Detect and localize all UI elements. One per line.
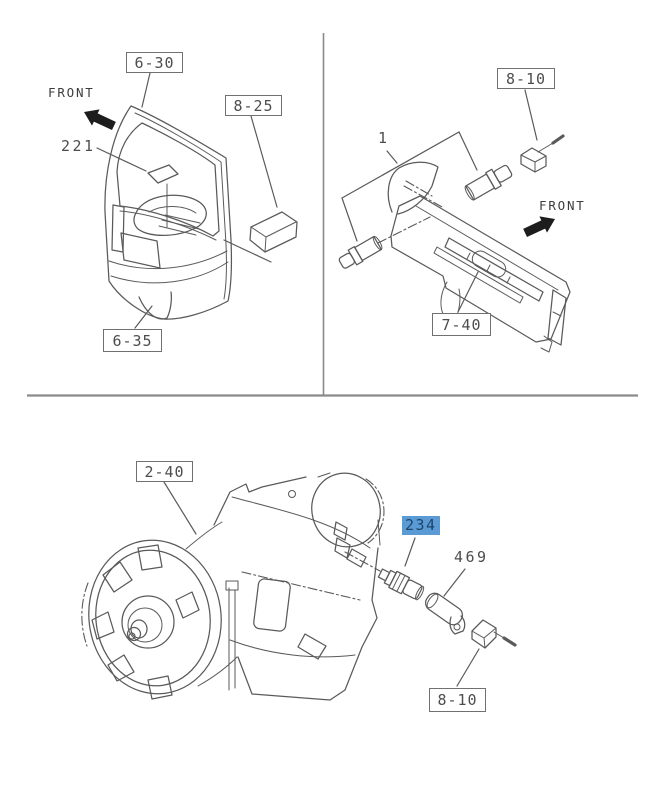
instrument-panel-drawing [338, 89, 571, 353]
front-arrow-door-icon [84, 109, 116, 131]
callout-8-10-dash[interactable]: 8-10 [497, 68, 555, 89]
front-arrow-dash-icon [523, 216, 555, 238]
callout-7-40[interactable]: 7-40 [432, 313, 491, 336]
section-dividers [27, 33, 638, 397]
callout-6-35[interactable]: 6-35 [103, 329, 162, 352]
part-number-1[interactable]: 1 [378, 129, 388, 147]
transmission-drawing [81, 472, 517, 701]
callout-8-25[interactable]: 8-25 [225, 95, 282, 116]
callout-2-40[interactable]: 2-40 [136, 461, 193, 482]
part-number-221[interactable]: 221 [61, 137, 96, 155]
callout-6-30[interactable]: 6-30 [126, 52, 183, 73]
part-number-469[interactable]: 469 [454, 548, 489, 566]
front-label-dash: FRONT [539, 198, 586, 213]
door-trim-drawing [96, 72, 298, 329]
part-number-234-highlighted[interactable]: 234 [402, 516, 440, 535]
callout-8-10-transmission[interactable]: 8-10 [429, 688, 486, 712]
front-label-door: FRONT [48, 85, 95, 100]
